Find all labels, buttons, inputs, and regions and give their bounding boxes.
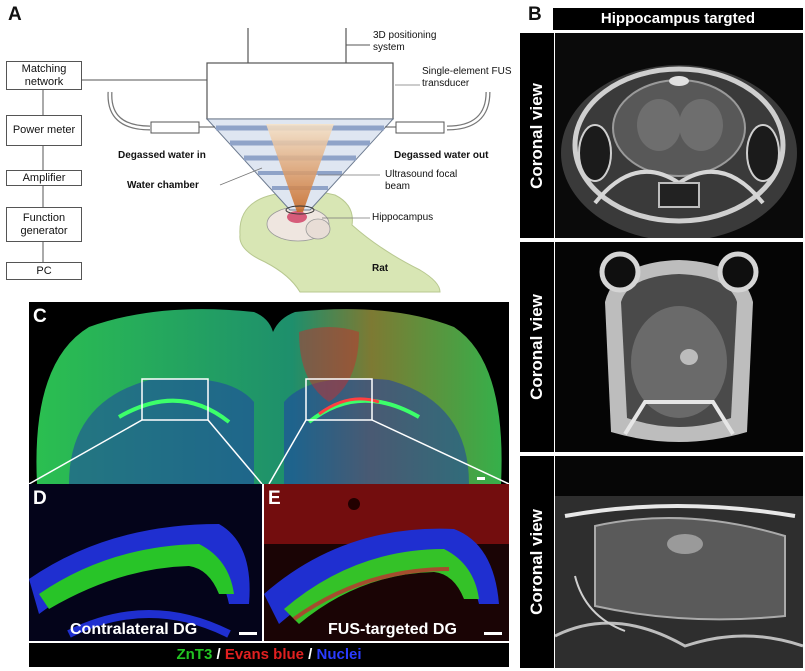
panel-e-caption: FUS-targeted DG <box>328 621 457 638</box>
mri-coronal-3 <box>555 456 803 668</box>
legend-sep-2: / <box>304 646 317 663</box>
block-amplifier: Amplifier <box>6 170 82 186</box>
panel-a-letter: A <box>8 4 22 25</box>
label-water-out: Degassed water out <box>394 150 489 161</box>
view-label-2: Coronal view <box>520 242 554 452</box>
label-water-chamber: Water chamber <box>127 180 199 191</box>
mri-coronal-1 <box>555 33 803 238</box>
block-power-meter: Power meter <box>6 115 82 146</box>
panel-d-caption: Contralateral DG <box>70 621 198 638</box>
schematic-drawing <box>42 28 491 293</box>
legend-sep-1: / <box>212 646 225 663</box>
label-transducer: Single-element FUS transducer <box>422 66 512 89</box>
block-function-generator: Function generator <box>6 207 82 242</box>
view-label-1: Coronal view <box>520 33 554 238</box>
panel-c-letter: C <box>33 306 47 327</box>
label-focal-beam: Ultrasound focal beam <box>385 169 458 192</box>
panel-a-schematic: Matching network Power meter Amplifier F… <box>0 0 515 300</box>
mri-coronal-2 <box>555 242 803 452</box>
legend-znt3: ZnT3 <box>176 646 213 663</box>
panel-e-letter: E <box>268 488 281 509</box>
view-label-3: Coronal view <box>520 456 554 668</box>
legend-nuclei: Nuclei <box>316 646 362 663</box>
block-pc: PC <box>6 262 82 280</box>
panel-d-letter: D <box>33 488 47 509</box>
panel-b-letter: B <box>528 4 542 25</box>
stain-legend: ZnT3 / Evans blue / Nuclei <box>29 643 509 667</box>
label-hippocampus: Hippocampus <box>372 212 434 223</box>
block-matching-network: Matching network <box>6 61 82 90</box>
panel-d-image <box>29 484 262 641</box>
panel-c-image <box>29 302 509 484</box>
panel-e-image <box>264 484 509 641</box>
label-positioning-system: 3D positioning system <box>373 30 437 53</box>
panel-b-header: Hippocampus targted <box>553 8 803 30</box>
label-water-in: Degassed water in <box>118 150 206 161</box>
label-rat: Rat <box>372 263 389 274</box>
legend-evans-blue: Evans blue <box>224 646 305 663</box>
